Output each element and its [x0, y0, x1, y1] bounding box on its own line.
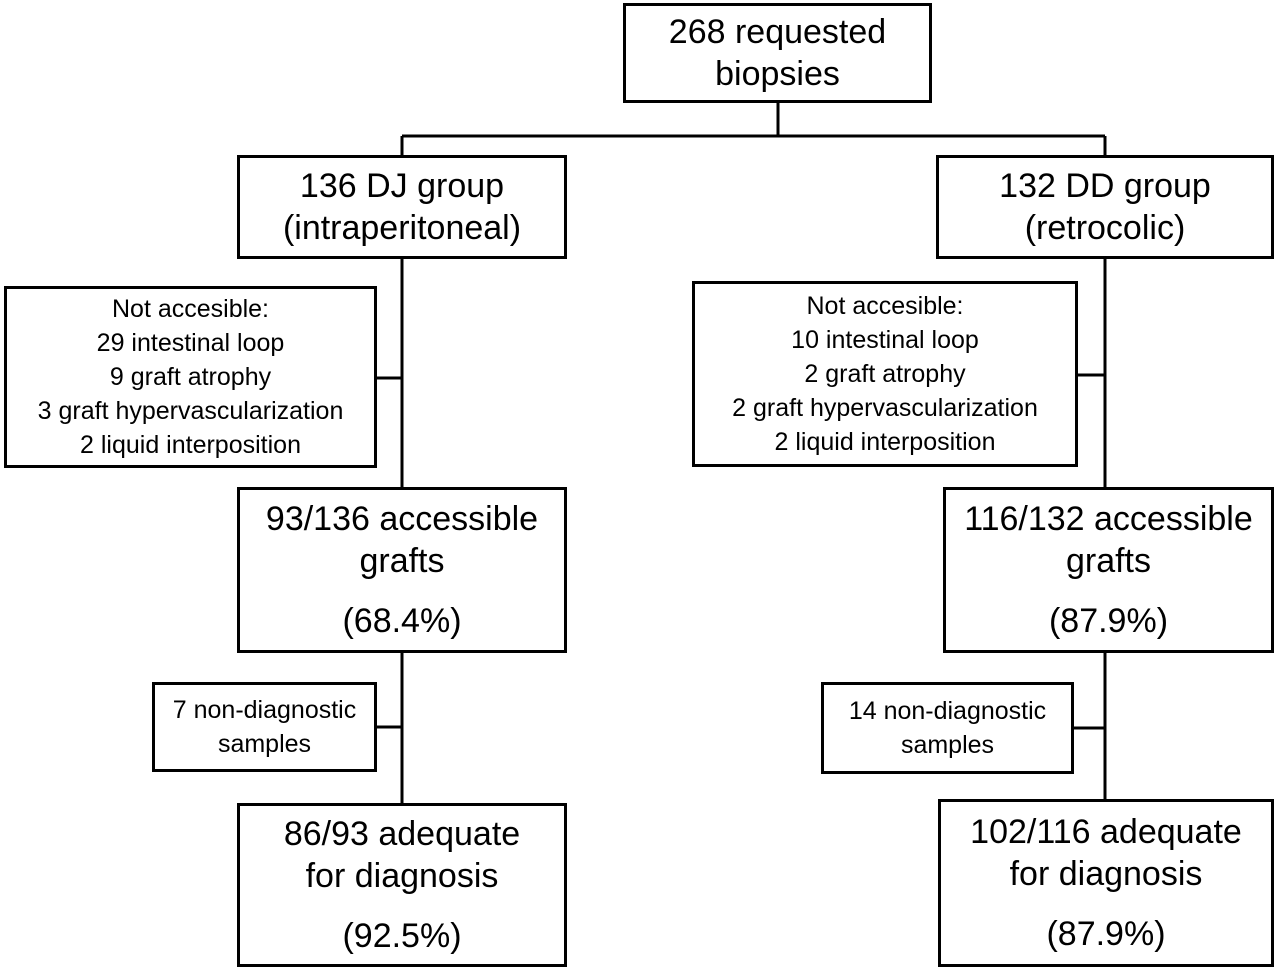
dd-non-diagnostic-box: 14 non-diagnostic samples — [821, 682, 1074, 774]
dj-excl-line-4: 3 graft hypervascularization — [37, 397, 344, 425]
dd-adeq-percent: (87.9%) — [1046, 915, 1166, 953]
dj-adeq-line-2: for diagnosis — [305, 857, 499, 895]
dd-access-line-2: grafts — [1065, 542, 1152, 580]
dj-access-percent: (68.4%) — [342, 602, 462, 640]
dj-group-box: 136 DJ group (intraperitoneal) — [237, 155, 567, 259]
dd-access-line-1: 116/132 accessible — [964, 500, 1253, 538]
dj-group-line-1: 136 DJ group — [299, 167, 505, 205]
dj-adequate-box: 86/93 adequate for diagnosis (92.5%) — [237, 803, 567, 967]
dd-accessible-grafts-box: 116/132 accessible grafts (87.9%) — [943, 487, 1274, 653]
dd-excl-line-1: Not accesible: — [806, 292, 964, 320]
dd-excl-line-3: 2 graft atrophy — [804, 360, 966, 388]
dd-excl-line-4: 2 graft hypervascularization — [732, 394, 1038, 422]
dd-excl-line-5: 2 liquid interposition — [774, 428, 996, 456]
dd-adequate-box: 102/116 adequate for diagnosis (87.9%) — [938, 799, 1274, 967]
dd-nd-line-2: samples — [900, 731, 995, 759]
dj-adeq-line-1: 86/93 adequate — [283, 815, 521, 853]
dj-access-line-2: grafts — [359, 542, 445, 580]
dj-not-accessible-box: Not accesible: 29 intestinal loop 9 graf… — [4, 286, 377, 468]
dj-excl-line-1: Not accesible: — [111, 295, 270, 323]
dj-excl-line-3: 9 graft atrophy — [109, 363, 272, 391]
dj-non-diagnostic-box: 7 non-diagnostic samples — [152, 682, 377, 772]
root-line-1: 268 requested — [668, 13, 887, 51]
dd-group-box: 132 DD group (retrocolic) — [936, 155, 1274, 259]
dj-accessible-grafts-box: 93/136 accessible grafts (68.4%) — [237, 487, 567, 653]
dj-adeq-percent: (92.5%) — [342, 917, 462, 955]
dd-group-line-1: 132 DD group — [999, 167, 1211, 205]
requested-biopsies-box: 268 requested biopsies — [623, 3, 932, 103]
dj-excl-line-2: 29 intestinal loop — [96, 329, 285, 357]
dj-nd-line-1: 7 non-diagnostic — [172, 696, 357, 724]
dd-excl-line-2: 10 intestinal loop — [791, 326, 979, 354]
dd-not-accessible-box: Not accesible: 10 intestinal loop 2 graf… — [692, 281, 1078, 467]
dd-adeq-line-2: for diagnosis — [1009, 855, 1203, 893]
dj-excl-line-5: 2 liquid interposition — [80, 431, 301, 459]
dj-group-line-2: (intraperitoneal) — [282, 209, 522, 247]
root-line-2: biopsies — [715, 55, 840, 93]
dd-nd-line-1: 14 non-diagnostic — [848, 697, 1047, 725]
dd-group-line-2: (retrocolic) — [1024, 209, 1186, 247]
dj-access-line-1: 93/136 accessible — [265, 500, 539, 538]
dd-access-percent: (87.9%) — [1048, 602, 1169, 640]
dd-adeq-line-1: 102/116 adequate — [970, 813, 1242, 851]
dj-nd-line-2: samples — [217, 730, 312, 758]
